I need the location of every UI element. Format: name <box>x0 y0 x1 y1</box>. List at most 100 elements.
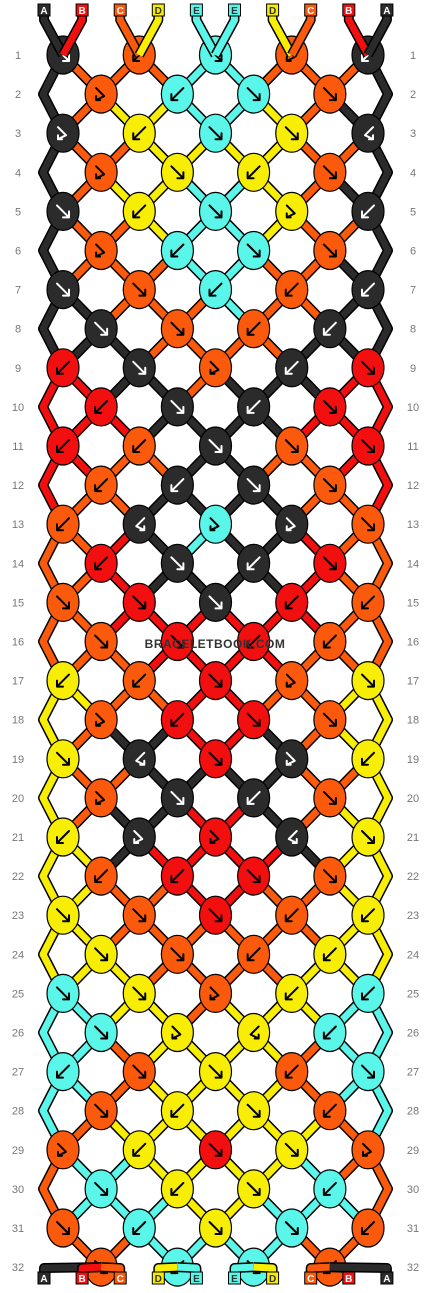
strand-letter: B <box>345 1274 352 1285</box>
knot <box>237 700 271 740</box>
row-label-right: 7 <box>410 285 416 297</box>
knot <box>237 465 271 505</box>
row-label-left: 9 <box>15 363 21 375</box>
row-label-left: 12 <box>12 480 24 492</box>
knot <box>313 856 347 896</box>
knot-arrow-icon <box>132 1142 147 1157</box>
row-label-left: 30 <box>12 1184 24 1196</box>
strand-cap <box>189 3 203 17</box>
strand-letter: E <box>231 1274 238 1285</box>
knot <box>198 270 233 310</box>
knot-arrow-icon <box>170 556 185 571</box>
knot-arrow-icon <box>170 1181 185 1196</box>
knot <box>46 1208 80 1248</box>
knot-arrow-icon <box>132 360 147 375</box>
knot-arrow-icon <box>361 204 375 219</box>
knot <box>275 817 309 857</box>
knot-arrow-icon <box>132 986 147 1001</box>
knot-arrow-icon <box>56 986 70 1001</box>
knot-arrow-icon <box>208 282 223 297</box>
knot-arrow-icon <box>57 126 67 141</box>
knot-arrow-icon <box>361 360 375 375</box>
knot <box>237 1169 271 1209</box>
knot <box>122 1208 156 1248</box>
knot <box>84 856 118 896</box>
knot-arrow-icon <box>284 1142 299 1157</box>
knot <box>313 1169 347 1209</box>
knot <box>198 973 233 1014</box>
knot-arrow-icon <box>94 478 109 493</box>
knot <box>122 1130 156 1170</box>
knot <box>275 348 309 388</box>
knot-arrow-icon <box>132 1064 147 1079</box>
knot <box>351 895 385 935</box>
knot <box>275 660 309 701</box>
strand-letter: D <box>269 1274 276 1285</box>
knot-arrow-icon <box>322 165 337 180</box>
knot <box>351 348 385 388</box>
knot <box>237 1012 271 1053</box>
row-label-left: 11 <box>12 441 23 453</box>
strand-cap <box>37 1271 51 1285</box>
knot <box>275 270 309 310</box>
knot <box>275 426 309 466</box>
knot <box>84 152 118 192</box>
strand-letter: E <box>193 1274 200 1285</box>
knot-arrow-icon <box>94 321 109 336</box>
knot <box>351 426 385 466</box>
row-label-left: 10 <box>12 402 24 414</box>
knot-arrow-icon <box>95 712 106 727</box>
strand-cap <box>304 3 318 17</box>
knot <box>351 504 385 544</box>
knot <box>237 856 271 896</box>
knot <box>160 621 194 662</box>
row-label-right: 26 <box>407 1028 419 1040</box>
knot <box>313 621 347 662</box>
row-label-right: 1 <box>410 50 416 62</box>
knot <box>46 270 80 310</box>
row-label-right: 2 <box>410 89 416 101</box>
knot-arrow-icon <box>170 399 185 414</box>
strand-cap <box>228 3 241 17</box>
knot <box>198 895 233 935</box>
knot-arrow-icon <box>133 830 144 844</box>
knot <box>351 1130 385 1170</box>
knot <box>160 1091 194 1131</box>
knot-arrow-icon <box>171 1025 182 1040</box>
strand-cap <box>151 1271 165 1285</box>
knot <box>46 660 80 701</box>
knot-arrow-icon <box>56 1221 70 1235</box>
row-label-left: 18 <box>12 715 24 727</box>
knot <box>237 230 271 271</box>
knot <box>275 582 309 623</box>
knot-arrow-icon <box>56 908 70 923</box>
knot-arrow-icon <box>94 634 109 649</box>
strand-cap <box>342 3 356 17</box>
row-label-right: 5 <box>410 206 416 218</box>
knot-arrow-icon <box>322 1103 337 1118</box>
knot-arrow-icon <box>361 439 375 453</box>
strand-letter: D <box>269 6 276 17</box>
knot <box>84 230 118 271</box>
strand-cap <box>189 1271 203 1285</box>
knot <box>198 113 233 153</box>
knot <box>160 309 194 349</box>
strand-cap <box>380 3 394 17</box>
knot <box>46 426 80 466</box>
strand-letter: C <box>307 6 314 17</box>
knot-arrow-icon <box>209 986 220 1001</box>
knot-arrow-icon <box>56 282 70 297</box>
knot-arrow-icon <box>364 126 374 141</box>
knot-arrow-icon <box>56 830 70 844</box>
knot-arrow-icon <box>170 1103 185 1118</box>
strand-cap <box>113 1271 127 1285</box>
row-label-left: 7 <box>15 285 21 297</box>
knot <box>122 739 156 779</box>
row-label-left: 16 <box>12 637 24 649</box>
knot-arrow-icon <box>170 243 185 258</box>
knot-arrow-icon <box>208 908 223 923</box>
knot-arrow-icon <box>56 673 70 688</box>
knot <box>237 152 271 192</box>
row-label-right: 25 <box>407 988 419 1000</box>
